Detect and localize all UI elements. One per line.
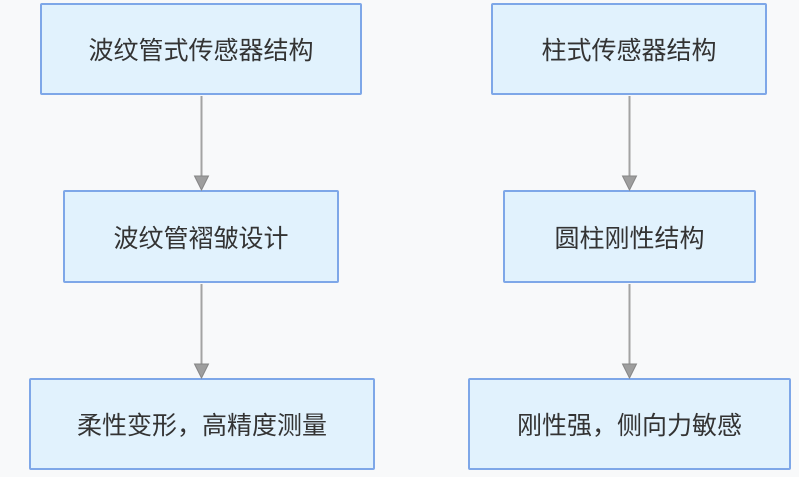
flow-node-label: 波纹管式传感器结构	[88, 37, 314, 65]
flow-node-rigid-lateral-sensitive: 刚性强，侧向力敏感	[468, 378, 791, 470]
flow-node-bellows-fold-design: 波纹管褶皱设计	[63, 190, 339, 283]
flow-node-bellows-sensor-structure: 波纹管式传感器结构	[40, 3, 362, 95]
flow-node-label: 刚性强，侧向力敏感	[516, 412, 742, 440]
flow-node-flexible-deformation: 柔性变形，高精度测量	[29, 378, 375, 470]
down-arrow-connector-left-2	[193, 284, 210, 380]
down-arrow-connector-left-1	[193, 96, 210, 192]
flow-node-label: 波纹管褶皱设计	[113, 224, 289, 253]
flow-node-column-sensor-structure: 柱式传感器结构	[491, 3, 767, 95]
flow-node-cylinder-rigid-structure: 圆柱刚性结构	[503, 190, 756, 283]
flow-node-label: 圆柱刚性结构	[554, 224, 705, 253]
flow-node-label: 柔性变形，高精度测量	[76, 412, 327, 440]
down-arrow-connector-right-1	[621, 96, 638, 192]
flow-node-label: 柱式传感器结构	[541, 37, 717, 65]
down-arrow-connector-right-2	[621, 284, 638, 380]
